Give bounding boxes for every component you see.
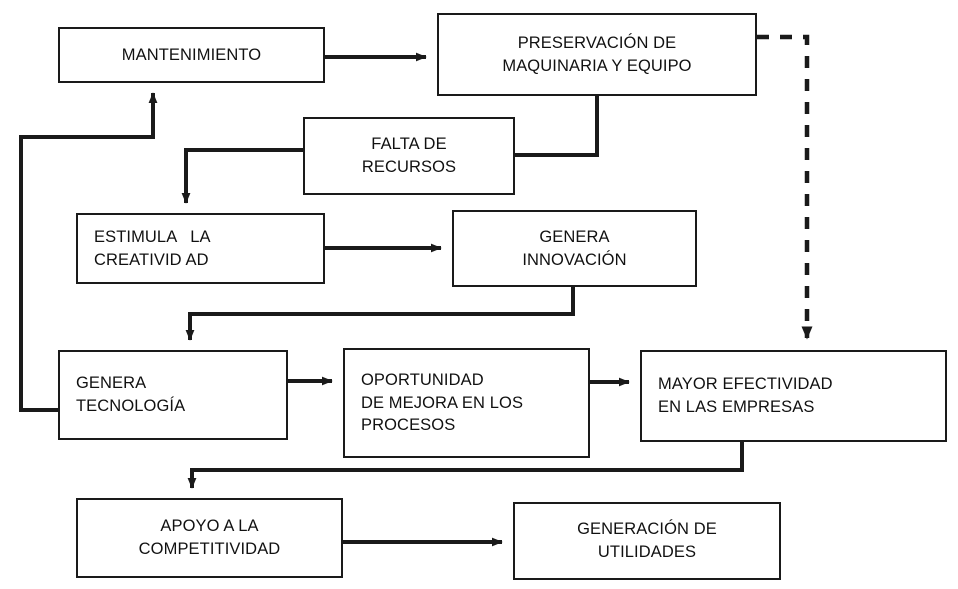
node-genera-tecnologia-line-2: TECNOLOGÍA (76, 397, 186, 415)
node-estimula-creatividad-line-1: ESTIMULA LA (94, 226, 286, 249)
node-apoyo-competitividad-line-1: APOYO A LA (160, 517, 259, 536)
node-estimula-creatividad-word-la: LA (190, 227, 211, 246)
node-preservacion-line-1: PRESERVACIÓN DE (517, 33, 677, 52)
node-generacion-utilidades[interactable]: GENERACIÓN DE UTILIDADES (513, 502, 781, 580)
node-falta-recursos[interactable]: FALTA DE RECURSOS (303, 117, 515, 195)
node-genera-innovacion-line-1: GENERA (539, 227, 610, 246)
node-apoyo-competitividad-line-2: COMPETITIVIDAD (138, 540, 281, 558)
node-genera-innovacion-line-2: INNOVACIÓN (522, 250, 627, 269)
node-generacion-utilidades-line-1: GENERACIÓN DE (577, 520, 717, 539)
edge-preservacion-to-mayor-efectividad-dashed (757, 34, 813, 340)
node-estimula-creatividad[interactable]: ESTIMULA LA CREATIVID AD (76, 213, 325, 284)
node-mayor-efectividad[interactable]: MAYOR EFECTIVIDAD EN LAS EMPRESAS (640, 350, 947, 442)
node-falta-recursos-line-1: FALTA DE (371, 135, 447, 154)
node-mayor-efectividad-line-1: MAYOR EFECTIVIDAD (658, 375, 833, 394)
node-oportunidad-mejora-line-3: PROCESOS (361, 416, 456, 435)
edge-genera-innovacion-to-genera-tecnologia (185, 287, 575, 341)
node-oportunidad-mejora-line-1: OPORTUNIDAD (361, 370, 484, 389)
node-estimula-creatividad-word-estimula: ESTIMULA (94, 227, 178, 246)
node-oportunidad-mejora-line-2: DE MEJORA EN LOS (361, 393, 524, 412)
node-falta-recursos-line-2: RECURSOS (361, 158, 457, 176)
node-oportunidad-mejora[interactable]: OPORTUNIDAD DE MEJORA EN LOS PROCESOS (343, 348, 590, 458)
node-genera-tecnologia-line-1: GENERA (76, 374, 147, 393)
node-apoyo-competitividad[interactable]: APOYO A LA COMPETITIVIDAD (76, 498, 343, 578)
node-estimula-creatividad-line-2: CREATIVID AD (94, 250, 209, 269)
node-generacion-utilidades-line-2: UTILIDADES (597, 543, 697, 561)
node-genera-innovacion[interactable]: GENERA INNOVACIÓN (452, 210, 697, 287)
edge-falta-recursos-to-estimula (181, 148, 303, 204)
node-preservacion-line-2: MAQUINARIA Y EQUIPO (502, 56, 692, 75)
node-mantenimiento[interactable]: MANTENIMIENTO (58, 27, 325, 83)
edge-preservacion-to-falta-recursos (515, 96, 599, 157)
node-mayor-efectividad-line-2: EN LAS EMPRESAS (658, 398, 815, 416)
node-mantenimiento-line-1: MANTENIMIENTO (121, 45, 262, 64)
node-preservacion[interactable]: PRESERVACIÓN DE MAQUINARIA Y EQUIPO (437, 13, 757, 96)
node-genera-tecnologia[interactable]: GENERA TECNOLOGÍA (58, 350, 288, 440)
